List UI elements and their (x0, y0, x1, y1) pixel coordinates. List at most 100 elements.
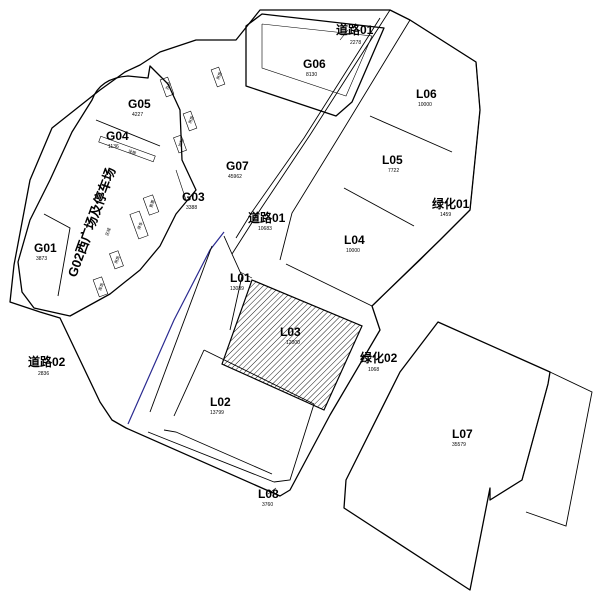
label-l05: L05 7722 (382, 153, 403, 174)
l07-parcel (343, 321, 551, 591)
svg-text:L03: L03 (280, 325, 301, 339)
svg-text:G03: G03 (182, 190, 205, 204)
l02-bottom (147, 431, 275, 483)
small-building-3 (210, 66, 226, 88)
svg-text:45962: 45962 (228, 174, 242, 180)
label-l08: L08 3760 (258, 487, 279, 508)
l05-l04-divider (343, 187, 415, 227)
label-g02: G02西广场及停车场 区域 (65, 165, 119, 279)
small-building-7 (109, 250, 124, 270)
svg-text:3760: 3760 (262, 502, 273, 508)
label-g05: G05 4227 (128, 97, 151, 118)
label-l04: L04 10000 (344, 233, 365, 254)
leader-l08 (267, 487, 277, 495)
l01-side (149, 245, 213, 413)
label-g01: G01 3873 (34, 241, 57, 262)
g04-building (98, 135, 156, 163)
small-building-4 (173, 134, 187, 154)
g06-parcel (245, 13, 385, 117)
svg-text:13089: 13089 (230, 286, 244, 292)
small-building-label-7: 用房 (112, 255, 120, 265)
svg-text:L01: L01 (230, 271, 251, 285)
g06-inner (261, 23, 373, 97)
label-l07: L07 35579 (452, 427, 473, 448)
svg-text:4227: 4227 (132, 112, 143, 118)
small-building-label-5: 售票 (147, 199, 155, 209)
leader-road01 (339, 29, 349, 41)
svg-text:L07: L07 (452, 427, 473, 441)
svg-text:1068: 1068 (368, 367, 379, 373)
leader-g03 (175, 169, 187, 201)
svg-text:L06: L06 (416, 87, 437, 101)
label-l01: L01 13089 (230, 271, 251, 292)
svg-text:区域: 区域 (103, 227, 111, 237)
svg-text:10000: 10000 (418, 102, 432, 108)
label-green02: 绿化02 1068 (360, 350, 398, 373)
svg-text:3873: 3873 (36, 256, 47, 262)
l07-notch (525, 371, 593, 527)
svg-text:L08: L08 (258, 487, 279, 501)
label-road01-mid: 道路01 10683 (248, 210, 286, 232)
svg-text:L02: L02 (210, 395, 231, 409)
l03-hatched-parcel (221, 279, 363, 411)
l02-bottom-inner (163, 429, 273, 475)
svg-text:G02西广场及停车场: G02西广场及停车场 (65, 165, 119, 279)
road01-edge-c (235, 17, 381, 239)
svg-text:G05: G05 (128, 97, 151, 111)
svg-text:2836: 2836 (38, 371, 49, 377)
svg-text:L05: L05 (382, 153, 403, 167)
svg-text:道路01: 道路01 (248, 210, 286, 225)
l06-l05-divider (369, 115, 453, 153)
svg-text:绿化01: 绿化01 (432, 196, 470, 211)
svg-text:12000: 12000 (286, 340, 300, 346)
blue-boundary (127, 231, 225, 425)
svg-text:G01: G01 (34, 241, 57, 255)
leader-l01 (239, 271, 253, 279)
label-road01-top: 道路01 2278 (336, 22, 374, 46)
label-g04: G04 1136 (106, 129, 129, 150)
svg-text:绿化02: 绿化02 (360, 350, 398, 365)
g05-divider (95, 119, 161, 147)
svg-text:8130: 8130 (306, 72, 317, 78)
small-building-label-9: 设施 (128, 147, 138, 155)
l02-top (203, 349, 315, 405)
small-building-label-6: 停车 (135, 221, 143, 231)
svg-text:1459: 1459 (440, 212, 451, 218)
small-building-label-2: 用房 (186, 115, 194, 125)
l08-link (273, 403, 315, 483)
svg-text:35579: 35579 (452, 442, 466, 448)
l01-inner (223, 235, 243, 331)
small-building-5 (142, 194, 160, 216)
svg-text:道路02: 道路02 (28, 354, 66, 369)
small-building-8 (92, 276, 109, 298)
road01-edge-b (279, 19, 411, 261)
l02-left (173, 349, 205, 417)
small-building-label-3: 用房 (214, 71, 222, 81)
small-building-6 (129, 210, 149, 240)
svg-text:7722: 7722 (388, 168, 399, 174)
svg-text:G07: G07 (226, 159, 249, 173)
small-building-label-4: 控制 (176, 138, 184, 148)
svg-text:13799: 13799 (210, 410, 224, 416)
small-building-1 (159, 76, 175, 98)
small-building-2 (182, 110, 198, 132)
svg-text:2278: 2278 (350, 40, 361, 46)
g01-divider (43, 213, 71, 297)
label-g06: G06 8130 (303, 57, 326, 78)
l04-bottom (285, 263, 373, 307)
svg-text:3388: 3388 (186, 205, 197, 211)
svg-text:10000: 10000 (346, 248, 360, 254)
svg-text:道路01: 道路01 (336, 22, 374, 37)
label-g03: G03 3388 (182, 190, 205, 211)
svg-text:1136: 1136 (108, 144, 119, 150)
label-l02: L02 13799 (210, 395, 231, 416)
label-green01: 绿化01 1459 (432, 196, 470, 218)
east-edge (371, 19, 481, 307)
label-g07: G07 45962 (226, 159, 249, 180)
svg-text:L04: L04 (344, 233, 365, 247)
svg-text:10683: 10683 (258, 226, 272, 232)
svg-text:G06: G06 (303, 57, 326, 71)
small-building-label-1: 办公 (163, 81, 171, 91)
road01-edge-a (231, 9, 391, 255)
